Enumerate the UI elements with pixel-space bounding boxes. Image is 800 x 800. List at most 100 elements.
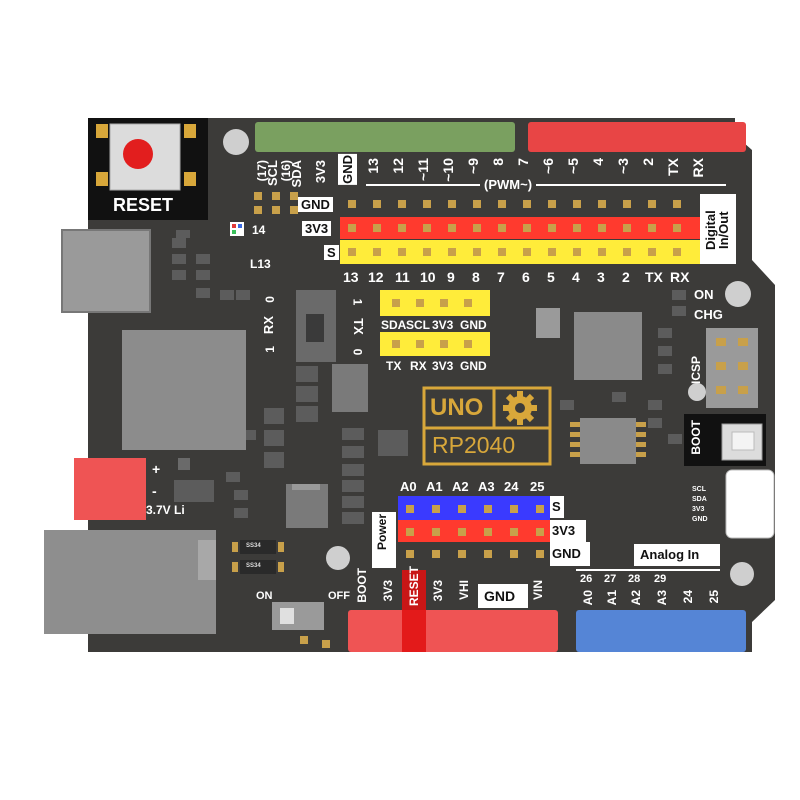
analog-29: 29 [654,573,667,585]
regulator [286,484,328,528]
digital-bottom-pin-label: RX [670,269,690,285]
analog-bottom-25: 25 [707,590,721,604]
top-gnd-label: GND [338,154,357,185]
power-vhi: VHI [457,580,471,601]
scl-label: SCL [265,160,280,186]
digital-top-pin-label: 7 [515,158,531,166]
digital-bottom-pin-label: 7 [497,269,505,285]
crystal [536,308,560,338]
digital-bottom-pin-label: 5 [547,269,555,285]
digital-bottom-pin-label: TX [645,269,663,285]
reset-button [123,139,153,169]
icsp-header [706,328,758,408]
digital-top-pin-label: 13 [365,158,381,174]
header-red-top [528,122,746,152]
i2c-3v3: 3V3 [432,318,454,332]
digital-top-pin-label: ~6 [540,158,556,174]
led-14-label: 14 [252,223,266,237]
power-3v3-a: 3V3 [381,580,395,602]
digital-yellow-row [340,240,700,264]
logo-uno: UNO [430,394,484,421]
battery-label: 3.7V Li [146,503,185,517]
battery-connector [74,458,146,520]
digital-gnd-row [340,194,700,214]
digital-top-pin-label: ~5 [565,158,581,174]
rp2040-chip [574,312,642,380]
digital-bottom-pin-label: 11 [395,269,410,285]
small-sda: SDA [692,496,707,503]
digital-bottom-pin-label: 2 [622,269,630,285]
chip-large-left [122,330,246,450]
power-3v3-b: 3V3 [431,580,445,602]
pwm-label: (PWM~) [480,178,537,191]
analog-bottom-24: 24 [681,590,695,604]
analog-bottom-a3: A3 [655,590,669,606]
uart-3v3: 3V3 [432,359,454,373]
power-boot: BOOT [355,568,369,603]
top-3v3-label: 3V3 [313,160,328,184]
digital-pins [348,200,681,256]
digital-red-row [340,217,700,239]
digital-bottom-pin-label: 10 [420,269,436,285]
analog-red-row [398,520,550,542]
analog-top-a0: A0 [400,479,417,494]
digital-top-pin-label: ~10 [440,158,456,182]
analog-top-a1: A1 [426,479,443,494]
digital-top-pin-label: 8 [490,158,506,166]
sw-right-1: 1 [350,298,365,306]
gear-icon [503,391,537,425]
sw-right-0: 0 [350,348,365,356]
on-label: ON [694,287,714,302]
i2c-sda: SDA [381,318,407,332]
digital-bottom-pin-label: 3 [597,269,605,285]
battery-minus: - [152,483,157,499]
power-vin: VIN [531,580,545,601]
analog-3v3-label: 3V3 [552,523,576,538]
uart-rx: RX [410,359,427,373]
digital-top-pin-label: ~3 [615,158,631,174]
reset-label: RESET [113,195,174,215]
digital-top-pin-label: TX [665,158,681,176]
digital-bottom-pin-label: 8 [472,269,480,285]
flash-chip [580,418,636,464]
digital-top-pin-label: ~11 [415,158,431,181]
analog-26: 26 [580,573,593,585]
analog-gnd-label: GND [552,546,581,561]
header-green [255,122,515,152]
i2c-gnd: GND [460,318,487,332]
diode-mark-1: SS34 [246,543,261,549]
analog-s-label: S [552,499,561,514]
digital-bottom-pin-label: 4 [572,269,580,285]
sw-right-tx: TX [350,318,366,335]
digital-gnd-side-label: GND [298,197,333,212]
small-i2c-connector [725,469,775,539]
analog-bottom-a2: A2 [629,590,643,606]
diode-mark-2: SS34 [246,563,261,569]
small-gnd: GND [692,516,708,523]
analog-top-25: 25 [530,479,545,494]
icsp-label: ICSP [689,356,703,385]
digital-3v3-side-label: 3V3 [302,221,332,236]
dc-jack [44,530,216,634]
power-reset: RESET [407,566,421,607]
analog-top-a2: A2 [452,479,469,494]
logo-model: RP2040 [432,432,516,458]
analog-in-label: Analog In [640,547,700,562]
sw-left-rx: RX [261,316,276,335]
switch-off-label: OFF [328,590,350,602]
digital-top-pin-label: RX [690,158,706,178]
reset-pin-highlight [402,570,426,652]
analog-28: 28 [628,573,641,585]
digital-bottom-pin-label: 12 [368,269,384,285]
chip-mid [332,364,368,412]
digital-top-pin-label: ~9 [465,158,481,174]
analog-27: 27 [604,573,617,585]
analog-blue-row [398,496,550,520]
chg-label: CHG [694,307,723,322]
digital-top-pin-label: 12 [390,158,406,174]
sw-left-0: 0 [263,296,277,303]
power-gnd: GND [484,588,516,604]
digital-top-pin-label: 4 [590,158,606,166]
sda-label: SDA [289,160,304,188]
